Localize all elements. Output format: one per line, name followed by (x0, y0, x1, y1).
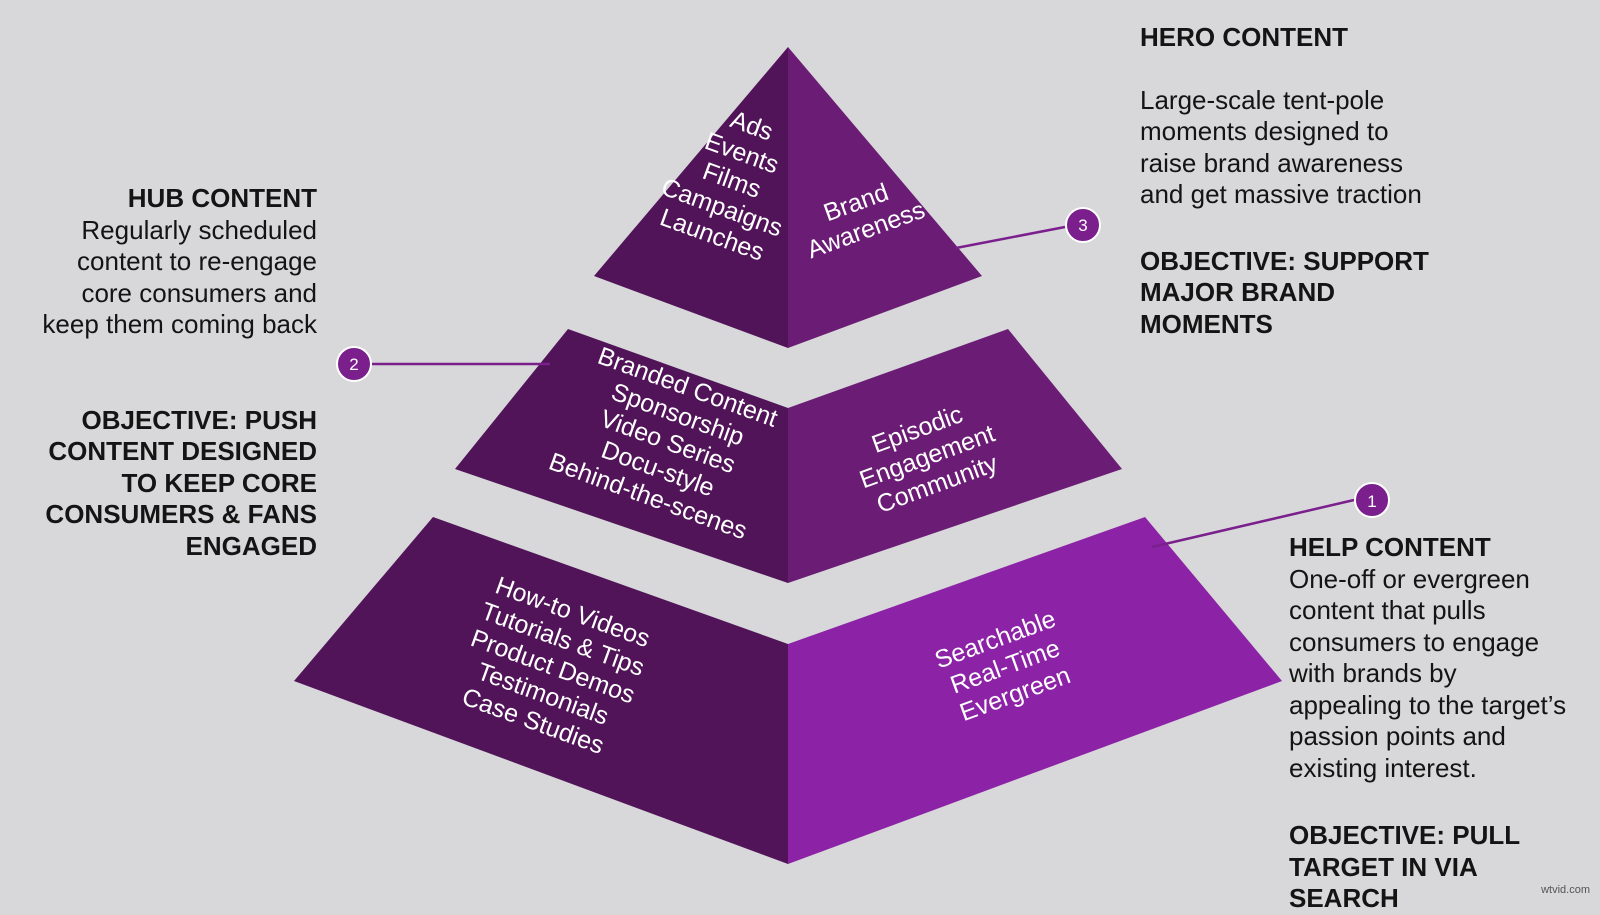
hero-objective-line: MOMENTS (1140, 308, 1273, 339)
help-content-block: HELP CONTENT One-off or evergreen conten… (1289, 532, 1589, 915)
help-objective-line: OBJECTIVE: PULL (1289, 820, 1521, 850)
svg-text:2: 2 (349, 355, 358, 374)
hub-content-block: HUB CONTENT Regularly scheduled content … (20, 183, 317, 562)
top-left-labels: Ads Events Films Campaigns Launches (656, 105, 786, 266)
help-description-line: appealing to the target’s (1289, 689, 1567, 720)
hub-objective-line: OBJECTIVE: PUSH (81, 404, 318, 435)
hub-heading: HUB CONTENT (127, 183, 317, 213)
hero-objective-line: MAJOR BRAND (1140, 277, 1335, 307)
badge-3: 3 (1065, 207, 1101, 243)
badge-1: 1 (1354, 482, 1390, 518)
help-description-line: consumers to engage (1289, 626, 1540, 657)
hero-heading: HERO CONTENT (1140, 22, 1348, 52)
hub-description-line: Regularly scheduled (81, 214, 317, 245)
bottom-tier-left-face (294, 517, 788, 864)
help-description-line: existing interest. (1289, 752, 1477, 783)
help-description-line: with brands by (1289, 658, 1457, 688)
callout-line-1 (1151, 498, 1355, 549)
hero-description-line: moments designed to (1140, 116, 1389, 146)
top-tier-right-face (788, 47, 982, 348)
hub-description-line: content to re-engage (77, 246, 317, 276)
hub-description-line: core consumers and (81, 277, 317, 308)
help-heading: HELP CONTENT (1289, 532, 1491, 562)
hero-description-line: raise brand awareness (1140, 147, 1404, 178)
hub-description-line: keep them coming back (42, 309, 317, 339)
hub-objective-line: ENGAGED (185, 530, 317, 561)
help-description-line: content that pulls (1289, 595, 1486, 625)
hero-objective-line: OBJECTIVE: SUPPORT (1140, 245, 1429, 276)
help-description-line: passion points and (1289, 721, 1506, 751)
hero-description-line: Large-scale tent-pole (1140, 84, 1385, 115)
watermark: wtvid.com (1541, 884, 1590, 896)
svg-text:3: 3 (1078, 216, 1087, 235)
bottom-tier-right-face (788, 517, 1282, 864)
middle-tier-left-face (455, 329, 788, 583)
badge-2: 2 (336, 346, 372, 382)
svg-text:1: 1 (1367, 492, 1376, 511)
hero-content-block: HERO CONTENT Large-scale tent-pole momen… (1140, 22, 1580, 340)
hub-objective-line: CONSUMERS & FANS (45, 499, 317, 529)
help-description-line: One-off or evergreen (1289, 563, 1530, 594)
hub-objective-line: TO KEEP CORE (121, 467, 317, 498)
hero-description-line: and get massive traction (1140, 179, 1422, 209)
hub-objective-line: CONTENT DESIGNED (48, 436, 317, 466)
help-objective-line: TARGET IN VIA SEARCH (1289, 851, 1477, 914)
callout-line-3 (955, 225, 1066, 250)
middle-tier-right-face (788, 329, 1122, 583)
top-tier-left-face (594, 47, 788, 348)
